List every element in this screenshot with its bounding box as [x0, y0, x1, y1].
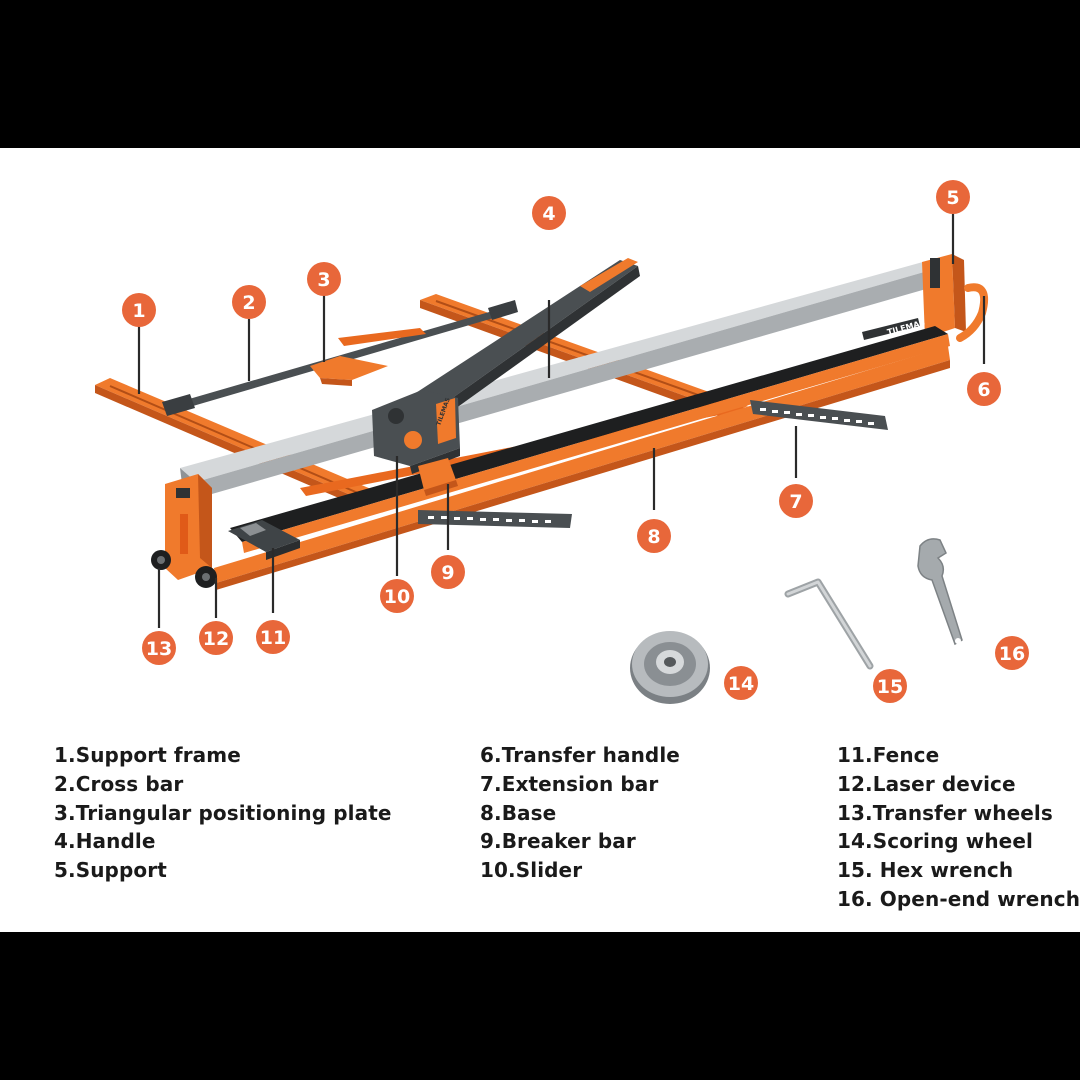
- legend-item: 16. Open-end wrench: [837, 886, 1080, 911]
- badge-10: 10: [380, 579, 414, 613]
- transfer-wheels: [151, 550, 217, 588]
- legend-item: 13.Transfer wheels: [837, 800, 1053, 825]
- badge-3: 3: [307, 262, 341, 296]
- legend-item: 3.Triangular positioning plate: [54, 800, 392, 825]
- triangular-positioning-plate: [310, 328, 426, 386]
- svg-text:14: 14: [728, 673, 754, 695]
- badge-6: 6: [967, 372, 1001, 406]
- badge-14: 14: [724, 666, 758, 700]
- handle: [408, 258, 640, 424]
- fence: [228, 520, 300, 560]
- legend-item: 2.Cross bar: [54, 771, 184, 796]
- badge-2: 2: [232, 285, 266, 319]
- svg-text:9: 9: [441, 562, 454, 584]
- legend-item: 6.Transfer handle: [480, 743, 680, 767]
- extension-bar-right: [750, 400, 888, 430]
- legend-column-3: 11.Fence 12.Laser device 13.Transfer whe…: [837, 741, 1080, 914]
- svg-text:1: 1: [132, 300, 145, 322]
- scoring-wheel: [630, 631, 710, 704]
- svg-text:15: 15: [877, 676, 903, 698]
- laser-device: [165, 474, 212, 580]
- svg-text:3: 3: [317, 269, 330, 291]
- svg-text:2: 2: [242, 292, 255, 314]
- svg-text:11: 11: [260, 627, 286, 649]
- legend-item: 7.Extension bar: [480, 771, 659, 796]
- legend-column-1: 1.Support frame 2.Cross bar 3.Triangular…: [54, 741, 392, 885]
- svg-text:4: 4: [542, 203, 555, 225]
- slider: TILEMAS: [372, 390, 460, 474]
- badge-11: 11: [256, 620, 290, 654]
- svg-text:8: 8: [647, 526, 660, 548]
- hex-wrench: [784, 578, 874, 670]
- badge-4: 4: [532, 196, 566, 230]
- svg-text:6: 6: [977, 379, 990, 401]
- breaker-bar: [418, 458, 458, 496]
- svg-text:16: 16: [999, 643, 1025, 665]
- legend-item: 11.Fence: [837, 743, 940, 767]
- svg-text:13: 13: [146, 638, 172, 660]
- badge-1: 1: [122, 293, 156, 327]
- badge-9: 9: [431, 555, 465, 589]
- badge-8: 8: [637, 519, 671, 553]
- legend-item: 14.Scoring wheel: [837, 829, 1033, 854]
- legend-column-2: 6.Transfer handle 7.Extension bar 8.Base…: [480, 741, 680, 885]
- leader-lines: [137, 214, 986, 628]
- svg-text:12: 12: [203, 628, 229, 650]
- badge-13: 13: [142, 631, 176, 665]
- badge-12: 12: [199, 621, 233, 655]
- badge-15: 15: [873, 669, 907, 703]
- badge-16: 16: [995, 636, 1029, 670]
- legend-item: 1.Support frame: [54, 743, 241, 767]
- support: [922, 254, 989, 342]
- diagram-panel: TILEMAS: [0, 148, 1080, 932]
- extension-bar-left: [418, 510, 572, 528]
- legend-item: 5.Support: [54, 858, 167, 883]
- svg-text:10: 10: [384, 586, 410, 608]
- legend-item: 8.Base: [480, 800, 557, 825]
- tile-cutter-diagram: TILEMAS: [95, 180, 1029, 704]
- legend-item: 12.Laser device: [837, 771, 1016, 796]
- legend-item: 9.Breaker bar: [480, 829, 636, 854]
- legend-item: 4.Handle: [54, 829, 156, 854]
- legend-item: 15. Hex wrench: [837, 858, 1014, 883]
- badge-7: 7: [779, 484, 813, 518]
- svg-text:7: 7: [789, 491, 802, 513]
- open-end-wrench: [917, 538, 963, 646]
- legend-item: 10.Slider: [480, 858, 583, 883]
- badge-5: 5: [936, 180, 970, 214]
- svg-text:5: 5: [946, 187, 959, 209]
